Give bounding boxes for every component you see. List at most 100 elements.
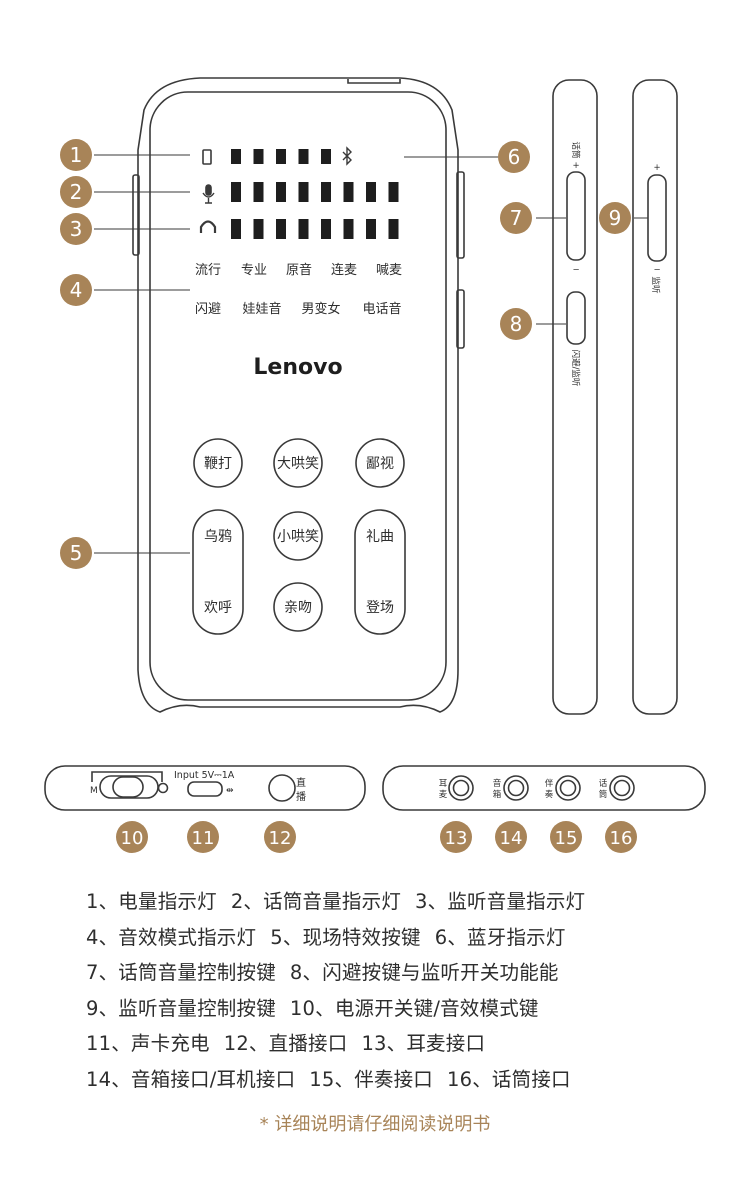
battery-icon: [202, 149, 212, 165]
callout-1: [60, 139, 92, 171]
legend-item: 10、电源开关键/音效模式键: [289, 996, 539, 1020]
effect-mode-label: 男变女: [301, 301, 340, 317]
footnote: * 详细说明请仔细阅读说明书: [259, 1114, 491, 1135]
callout-3: [60, 213, 92, 245]
side-view-right-body: [632, 79, 678, 715]
jack-4-label-a: 话: [599, 778, 608, 789]
legend-item: 6、蓝牙指示灯: [434, 925, 566, 949]
legend-item: 4、音效模式指示灯: [86, 925, 257, 949]
callout-number: 10: [121, 828, 144, 849]
live-jack[interactable]: [268, 774, 296, 802]
switch-bracket: [91, 771, 163, 782]
mic-jack[interactable]: [609, 775, 635, 801]
led-bar-row1: [231, 149, 241, 164]
switch-m-label: M: [90, 786, 98, 796]
led-bar-row3: [388, 219, 399, 239]
callout-5: [60, 537, 92, 569]
dodge-monitor-button[interactable]: [566, 291, 586, 345]
headphones-icon: [199, 220, 217, 233]
effect-mode-label: 喊麦: [376, 263, 402, 278]
callout-2: [60, 176, 92, 208]
callout-number: 6: [508, 145, 521, 169]
effect-button-3[interactable]: [355, 438, 405, 488]
device-left-nub: [132, 174, 140, 256]
led-bar-row2: [276, 182, 286, 202]
jack-3-label-b: 奏: [545, 789, 554, 800]
effect-mode-label: 流行: [195, 263, 221, 278]
callout-15: [550, 821, 582, 853]
usb-input-label: Input 5V⎓1A: [174, 770, 235, 781]
bottom-panel-right: [382, 765, 706, 811]
mic-plus-label: +: [572, 161, 579, 171]
accompaniment-jack[interactable]: [555, 775, 581, 801]
live-label-2: 播: [296, 790, 306, 803]
bluetooth-icon: [342, 146, 352, 166]
headset-jack[interactable]: [448, 775, 474, 801]
power-mode-switch-knob[interactable]: [112, 776, 144, 798]
callout-number: 16: [610, 828, 633, 849]
microphone-icon: [205, 184, 212, 196]
effect-button-6-top-label: 乌鸦: [204, 528, 232, 545]
power-mode-switch-track[interactable]: [99, 775, 159, 799]
legend-item: 15、伴奏接口: [309, 1067, 434, 1091]
effect-button-2[interactable]: [273, 438, 323, 488]
led-bar-row1: [276, 149, 286, 164]
jack-4-label-b: 筒: [599, 789, 608, 800]
effect-button-7-top-label: 礼曲: [366, 529, 394, 545]
legend-item: 14、音箱接口/耳机接口: [86, 1067, 296, 1091]
effect-button-6-bottom-label: 欢呼: [204, 600, 232, 616]
legend-item: 1、电量指示灯: [86, 890, 217, 913]
effect-button-1[interactable]: [193, 438, 243, 488]
callout-number: 3: [70, 217, 83, 241]
effect-button-6[interactable]: [192, 509, 244, 635]
callout-number: 9: [609, 206, 622, 230]
legend-item: 9、监听音量控制按键: [86, 996, 276, 1020]
legend-item: 12、直播接口: [223, 1032, 348, 1055]
usb-charge-port[interactable]: [187, 781, 223, 797]
effect-button-7[interactable]: [354, 509, 406, 635]
monitor-volume-rocker[interactable]: [647, 174, 667, 262]
effect-button-5[interactable]: [273, 582, 323, 632]
live-label-1: 直: [296, 776, 306, 789]
legend-item: 8、闪避按键与监听开关功能能: [289, 961, 559, 984]
callout-number: 13: [445, 828, 468, 849]
legend-item: 11、声卡充电: [86, 1032, 210, 1055]
legend-item: 2、话筒音量指示灯: [230, 890, 402, 913]
callout-number: 5: [70, 541, 83, 565]
led-bar-row2: [388, 182, 399, 202]
speaker-jack[interactable]: [503, 775, 529, 801]
effect-mode-label: 原音: [286, 262, 312, 278]
legend-line: 14、音箱接口/耳机接口 15、伴奏接口 16、话筒接口: [86, 1062, 726, 1098]
speaker-jack-inner: [507, 779, 525, 797]
jack-1-label-a: 耳: [439, 779, 448, 789]
dodge-monitor-label: 闪避/监听: [570, 350, 581, 387]
callout-number: 1: [70, 143, 83, 167]
device-right-nub-top: [456, 171, 465, 259]
jack-2-label-a: 音: [493, 778, 502, 789]
callout-number: 7: [510, 206, 523, 230]
side-view-left-body: [552, 79, 598, 715]
led-bar-row2: [321, 182, 331, 202]
effect-mode-label: 专业: [241, 263, 267, 278]
legend-item: 16、话筒接口: [447, 1067, 571, 1091]
led-bar-row3: [231, 219, 241, 239]
led-bar-row3: [253, 219, 264, 239]
led-bar-row3: [343, 219, 354, 239]
effect-button-4[interactable]: [273, 511, 323, 561]
callout-14: [495, 821, 527, 853]
effect-button-3-label: 鄙视: [366, 456, 394, 472]
device-right-nub-bottom: [456, 289, 465, 349]
led-bar-row2: [253, 182, 264, 202]
led-bar-row2: [231, 182, 241, 202]
device-top-button: [347, 79, 401, 84]
headset-jack-inner: [452, 779, 470, 797]
led-bar-row1: [321, 149, 331, 164]
legend-item: 3、监听音量指示灯: [415, 890, 586, 913]
callout-16: [605, 821, 637, 853]
mic-volume-rocker[interactable]: [566, 171, 586, 261]
power-icon: [157, 782, 169, 794]
